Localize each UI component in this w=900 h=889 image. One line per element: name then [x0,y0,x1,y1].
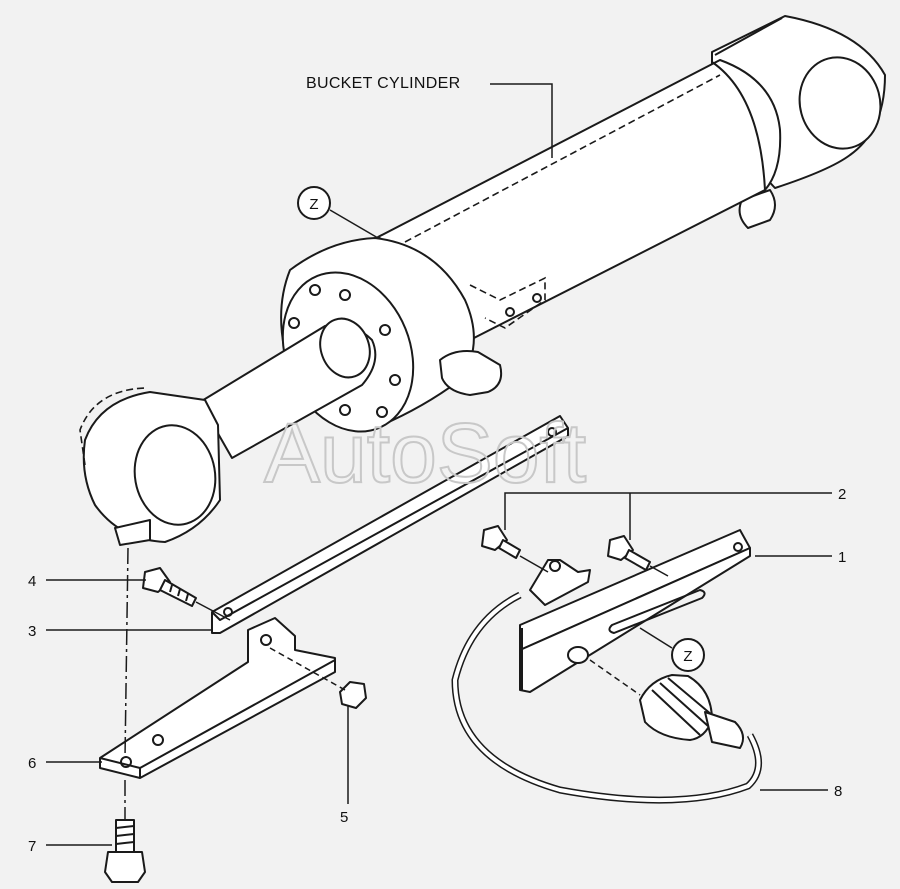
callout-4: 4 [28,573,146,590]
part-4-bolt [142,567,197,607]
plate-hole [733,542,743,552]
cable-clamp [529,559,591,606]
bolt-thread [115,825,135,845]
bolt-2-axis [649,565,669,577]
svg-text:2: 2 [838,486,846,503]
flange-bolt [309,284,321,296]
svg-text:Z: Z [309,196,318,213]
callout-5: 5 [340,706,349,826]
svg-text:3: 3 [28,623,36,640]
plate-slot [608,589,706,634]
flange-bolt [339,404,351,416]
callout-8: 8 [760,783,842,800]
flange-bolt [339,289,351,301]
bucket-cylinder [79,15,886,546]
callout-6: 6 [28,755,102,772]
bar-hole [223,607,233,617]
flange-bolt [376,406,388,418]
bucket-cylinder-label: BUCKET CYLINDER [306,75,460,92]
svg-text:6: 6 [28,755,36,772]
flange-bolt [389,374,401,386]
left-bracket-assembly [99,415,569,883]
callout-2: 2 [504,486,846,540]
flange-bolt [379,324,391,336]
marker-leader [329,209,379,239]
cable-connector [639,674,745,749]
callout-1: 1 [755,549,846,566]
rod-eye-tab [114,519,151,546]
svg-text:7: 7 [28,838,36,855]
hydraulic-elbow [439,350,503,396]
callout-7: 7 [28,838,112,855]
rod-seal [319,317,371,379]
port-bolt [505,307,515,317]
rod-eye-hidden [79,387,146,466]
plate-sensor-hole [567,646,589,664]
bracket-hole [120,756,132,768]
clamp-hole [549,560,561,572]
detail-marker-z-top: Z [297,186,379,239]
bar-hole [547,427,557,437]
svg-text:Z: Z [683,648,692,665]
flange-bolt [288,317,300,329]
clevis-edge [714,17,783,56]
part-2-bolt-left [481,525,521,559]
bracket-hole [152,734,164,746]
right-sensor-assembly [451,525,762,804]
mounting-centerline [124,547,129,820]
svg-text:4: 4 [28,573,36,590]
svg-text:5: 5 [340,809,348,826]
callout-3: 3 [28,623,212,640]
bar-edge [211,427,569,621]
bracket-hole [260,634,272,646]
detail-marker-z-bottom: Z [639,627,705,672]
part-2-bolt-right [607,535,651,571]
marker-leader [639,627,673,649]
rear-pin-hole [798,56,882,150]
nut-axis [269,647,346,691]
part-7-bolt [104,819,146,883]
svg-text:1: 1 [838,549,846,566]
connector-axis [589,659,641,696]
cable-core [452,593,761,803]
port-bolt [532,293,542,303]
barrel-hidden-line [404,74,721,243]
part-3-mounting-bar [211,415,569,634]
bucket-cylinder-leader [490,83,553,158]
svg-text:8: 8 [834,783,842,800]
bolt-2-axis [519,555,549,573]
barrel-band [711,61,766,191]
port-hidden [469,276,546,329]
rod-eye-pin-hole [133,424,217,526]
connector-knurl [651,677,713,736]
plate-edge [99,659,336,778]
part-5-nut [339,681,367,709]
bolt-4-axis [195,601,231,621]
part-6-sensor-bracket [99,617,336,779]
watermark: AutoSoft [264,406,586,500]
bolt-thread [169,584,189,602]
